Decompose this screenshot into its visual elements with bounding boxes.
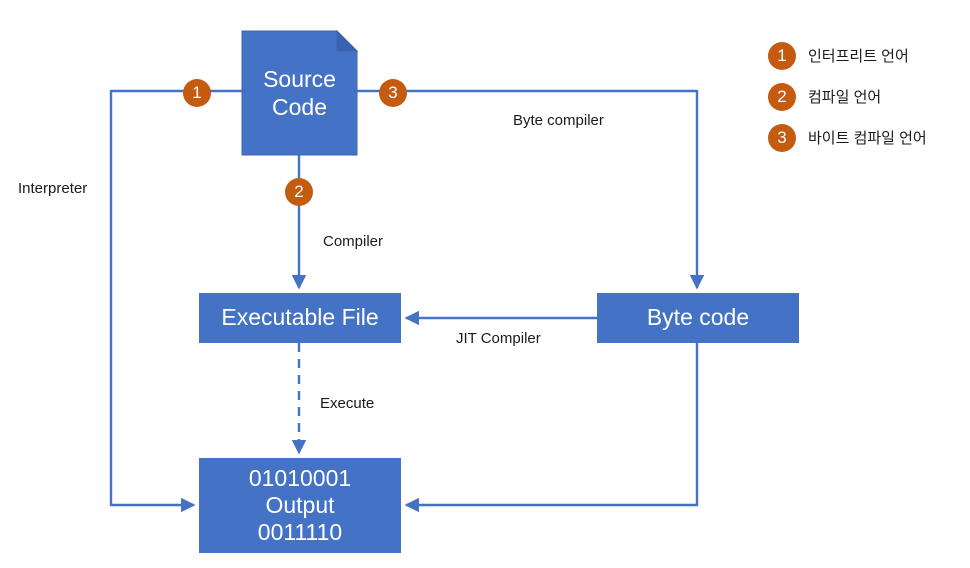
label-compiler: Compiler [323, 233, 384, 250]
legend-badge-3: 3 [768, 123, 796, 152]
output-line2: Output [265, 491, 335, 518]
label-execute: Execute [320, 395, 375, 412]
legend-label-1: 인터프리트 언어 [808, 48, 909, 65]
edge-byte-compiler [357, 89, 705, 290]
node-executable-file: Executable File [199, 293, 401, 343]
label-byte-compiler: Byte compiler [513, 112, 604, 129]
byte-code-label: Byte code [646, 304, 750, 331]
label-jit-compiler: JIT Compiler [456, 330, 541, 347]
legend-badge-1: 1 [768, 41, 796, 70]
edge-bytecode-to-output [404, 343, 699, 513]
legend-item-3: 3 바이트 컴파일 언어 [768, 117, 927, 158]
label-interpreter: Interpreter [18, 180, 88, 197]
legend-label-2: 컴파일 언어 [808, 89, 882, 106]
node-byte-code: Byte code [597, 293, 799, 343]
legend-item-1: 1 인터프리트 언어 [768, 35, 927, 76]
source-code-shape [241, 29, 359, 156]
legend-badge-2: 2 [768, 82, 796, 111]
output-line3: 0011110 [257, 519, 343, 546]
executable-file-label: Executable File [221, 304, 379, 331]
badge-marker-2: 2 [285, 178, 313, 206]
legend-item-2: 2 컴파일 언어 [768, 76, 927, 117]
badge-marker-3: 3 [379, 79, 407, 107]
edge-interpreter [109, 89, 242, 513]
node-output: 01010001 Output 0011110 [199, 458, 401, 553]
badge-marker-1: 1 [183, 79, 211, 107]
legend: 1 인터프리트 언어 2 컴파일 언어 3 바이트 컴파일 언어 [768, 35, 927, 158]
output-line1: 01010001 [248, 464, 352, 491]
legend-label-3: 바이트 컴파일 언어 [808, 130, 927, 147]
